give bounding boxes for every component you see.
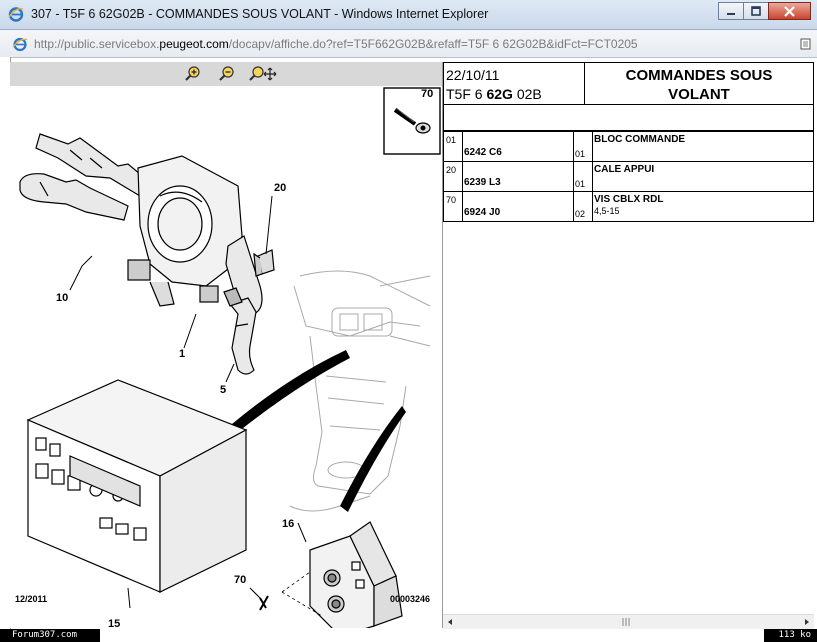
zoom-pan-icon[interactable] xyxy=(248,65,278,83)
window-controls xyxy=(718,2,811,20)
callout-70: 70 xyxy=(234,574,247,586)
minimize-button[interactable] xyxy=(718,2,744,20)
scroll-right-icon[interactable] xyxy=(802,617,812,627)
scroll-grip-icon[interactable] xyxy=(621,618,631,626)
table-row[interactable]: 20 6239 L3 01 CALE APPUI xyxy=(443,161,814,192)
callout-10: 10 xyxy=(56,292,69,304)
close-icon xyxy=(784,5,795,17)
maximize-icon xyxy=(751,6,761,16)
status-size: 113 ko xyxy=(778,630,811,640)
zoom-out-icon[interactable] xyxy=(218,65,236,83)
status-spacer xyxy=(100,629,764,642)
header-date: 22/10/11 xyxy=(446,67,500,83)
table-row[interactable]: 01 6242 C6 01 BLOC COMMANDE xyxy=(443,131,814,162)
maximize-button[interactable] xyxy=(743,2,769,20)
part-ref-cell[interactable]: 6239 L3 xyxy=(462,161,574,192)
diagram-reference: 00003246 xyxy=(390,594,431,604)
part-ref-cell[interactable]: 6242 C6 xyxy=(462,131,574,162)
header-code: T5F 6 62G 02B xyxy=(446,86,542,102)
callout-20: 20 xyxy=(274,182,287,194)
parts-diagram: 70 20 10 1 5 16 70 15 12/2011 00003246 xyxy=(10,86,442,630)
address-url[interactable]: http://public.servicebox.peugeot.com/doc… xyxy=(34,37,638,51)
part-number-cell: 70 xyxy=(443,191,463,222)
window-title: 307 - T5F 6 62G02B - COMMANDES SOUS VOLA… xyxy=(31,7,489,21)
header-spacer-row xyxy=(443,104,814,131)
part-desc-cell: CALE APPUI xyxy=(592,161,814,192)
callout-15: 15 xyxy=(108,618,121,630)
part-qty-cell: 01 xyxy=(573,131,593,162)
window-titlebar: 307 - T5F 6 62G02B - COMMANDES SOUS VOLA… xyxy=(0,0,817,30)
status-bar: Forum307.com 113 ko xyxy=(0,629,817,642)
page-icon xyxy=(800,38,811,50)
address-bar[interactable]: http://public.servicebox.peugeot.com/doc… xyxy=(0,30,817,58)
part-ref-cell[interactable]: 6924 J0 xyxy=(462,191,574,222)
horizontal-scrollbar[interactable] xyxy=(443,614,814,629)
diagram-date: 12/2011 xyxy=(15,594,48,604)
callout-16: 16 xyxy=(282,518,295,530)
callout-70-inset: 70 xyxy=(421,88,434,100)
status-left-text: Forum307.com xyxy=(12,630,78,640)
callout-1: 1 xyxy=(179,348,186,360)
ie-logo-icon xyxy=(8,7,24,22)
diagram-pane: 70 20 10 1 5 16 70 15 12/2011 00003246 xyxy=(10,62,442,630)
minimize-icon xyxy=(727,13,735,15)
pane-divider xyxy=(442,62,443,628)
callout-5: 5 xyxy=(220,384,227,396)
header-meta: 22/10/11 T5F 6 62G 02B xyxy=(444,63,585,104)
zoom-in-icon[interactable] xyxy=(184,65,202,83)
screw-part xyxy=(393,107,431,134)
header-title: COMMANDES SOUS VOLANT xyxy=(625,67,773,103)
exploded-view-drawing xyxy=(19,87,441,628)
part-qty-cell: 02 xyxy=(573,191,593,222)
parts-header: 22/10/11 T5F 6 62G 02B COMMANDES SOUS VO… xyxy=(443,62,814,105)
parts-pane: 22/10/11 T5F 6 62G 02B COMMANDES SOUS VO… xyxy=(443,62,817,628)
part-number-cell: 01 xyxy=(443,131,463,162)
part-number-cell: 20 xyxy=(443,161,463,192)
scroll-left-icon[interactable] xyxy=(445,617,455,627)
part-desc-cell: BLOC COMMANDE xyxy=(592,131,814,162)
part-qty-cell: 01 xyxy=(573,161,593,192)
ie-page-icon xyxy=(12,37,28,52)
zoom-toolbar xyxy=(10,62,442,86)
parts-table: 01 6242 C6 01 BLOC COMMANDE 20 6239 L3 0… xyxy=(443,131,814,222)
close-button[interactable] xyxy=(768,2,811,20)
